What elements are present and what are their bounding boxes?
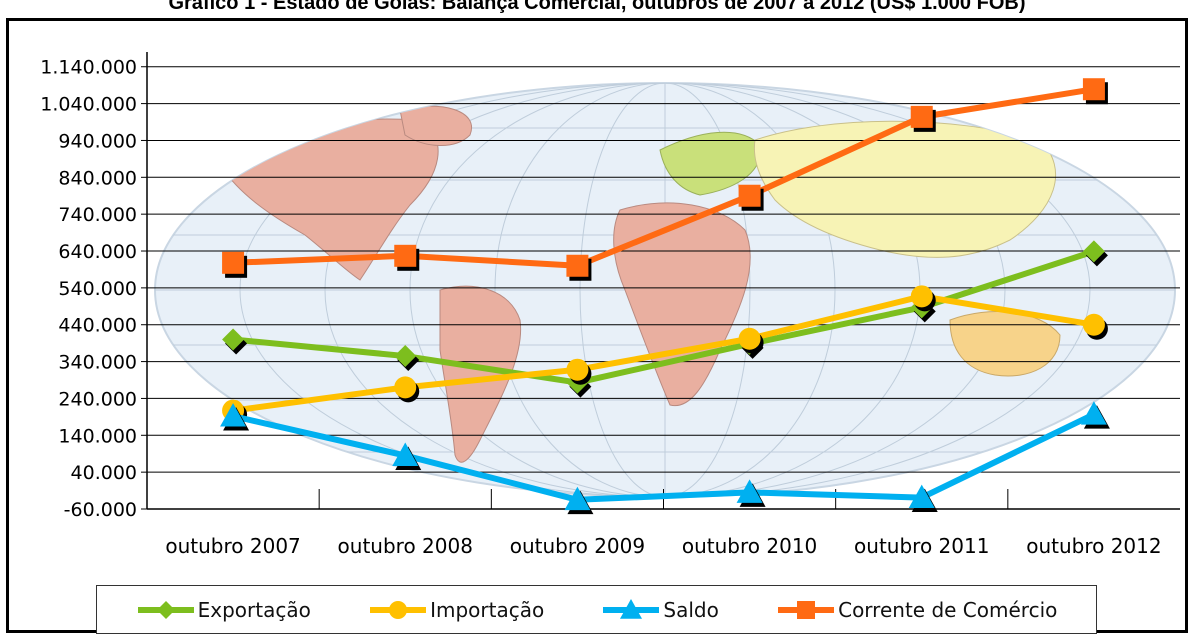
y-tick-label: -60.000 — [64, 499, 137, 521]
y-tick-label: 1.140.000 — [40, 57, 137, 79]
legend-swatch-marker — [389, 600, 408, 619]
legend-label: Exportação — [197, 597, 311, 622]
legend-swatch — [370, 600, 427, 619]
legend-label: Corrente de Comércio — [838, 597, 1058, 622]
data-point — [910, 105, 933, 128]
data-point — [738, 327, 761, 350]
legend-swatch-marker — [797, 600, 816, 619]
series-line — [232, 293, 1095, 414]
legend-swatch — [778, 600, 835, 619]
y-tick-label: 540.000 — [58, 278, 137, 300]
data-point — [566, 358, 589, 381]
y-tick-label: 840.000 — [58, 167, 137, 189]
africa — [613, 202, 751, 407]
chart-title: Gráfico 1 - Estado de Goiás: Balança Com… — [168, 0, 1026, 14]
y-tick-label: 240.000 — [58, 388, 137, 410]
legend-swatch-marker — [156, 600, 175, 619]
chart-axes: -60.000 40.000 140.000 240.000 340.000 440.00… — [40, 52, 1180, 558]
data-point — [1082, 78, 1105, 101]
europe — [659, 131, 761, 196]
series-importação — [222, 285, 1108, 426]
x-tick-label: outubro 2009 — [510, 534, 645, 558]
series-line — [232, 411, 1096, 503]
series-line — [232, 86, 1095, 269]
legend-swatch — [603, 598, 660, 619]
y-tick-label: 740.000 — [58, 204, 137, 226]
data-point — [738, 184, 761, 207]
x-tick-label: outubro 2007 — [165, 534, 300, 558]
data-point — [222, 251, 245, 274]
data-point — [1080, 401, 1107, 425]
data-point — [394, 345, 417, 368]
data-point — [1082, 240, 1105, 263]
y-tick-label: 940.000 — [58, 130, 137, 152]
legend-item: Corrente de Comércio — [776, 598, 1057, 622]
y-tick-label: 140.000 — [58, 425, 137, 447]
data-point — [394, 376, 417, 399]
y-tick-label: 640.000 — [58, 241, 137, 263]
legend-item: Saldo — [601, 597, 719, 622]
data-point — [392, 442, 419, 466]
legend-label: Importação — [430, 597, 545, 622]
series-saldo — [220, 401, 1110, 515]
legend-item: Importação — [368, 598, 544, 622]
x-tick-label: outubro 2012 — [1026, 534, 1161, 558]
data-point — [908, 484, 935, 508]
legend-swatch — [137, 600, 194, 619]
data-point — [394, 244, 417, 267]
y-tick-label: 1.040.000 — [40, 94, 137, 116]
legend-swatch-marker — [620, 598, 643, 619]
y-tick-label: 340.000 — [58, 352, 137, 374]
series-corrente-de-comércio — [222, 78, 1108, 281]
data-point — [220, 403, 247, 427]
chart-series — [220, 78, 1110, 515]
legend-label: Saldo — [663, 597, 719, 622]
x-tick-label: outubro 2011 — [854, 534, 989, 558]
data-point — [736, 479, 763, 503]
x-tick-label: outubro 2010 — [682, 534, 817, 558]
data-point — [222, 328, 245, 351]
data-point — [910, 285, 933, 308]
x-tick-label: outubro 2008 — [338, 534, 473, 558]
y-tick-label: 40.000 — [71, 462, 137, 484]
y-tick-label: 440.000 — [58, 315, 137, 337]
legend-item: Exportação — [136, 598, 311, 622]
data-point — [564, 486, 591, 511]
data-point — [566, 254, 589, 277]
world-map-background — [154, 82, 1176, 498]
greenland — [399, 105, 473, 146]
chart-legend: Exportação Importação Saldo Corrente de Com… — [96, 585, 1097, 634]
data-point — [1082, 313, 1105, 336]
